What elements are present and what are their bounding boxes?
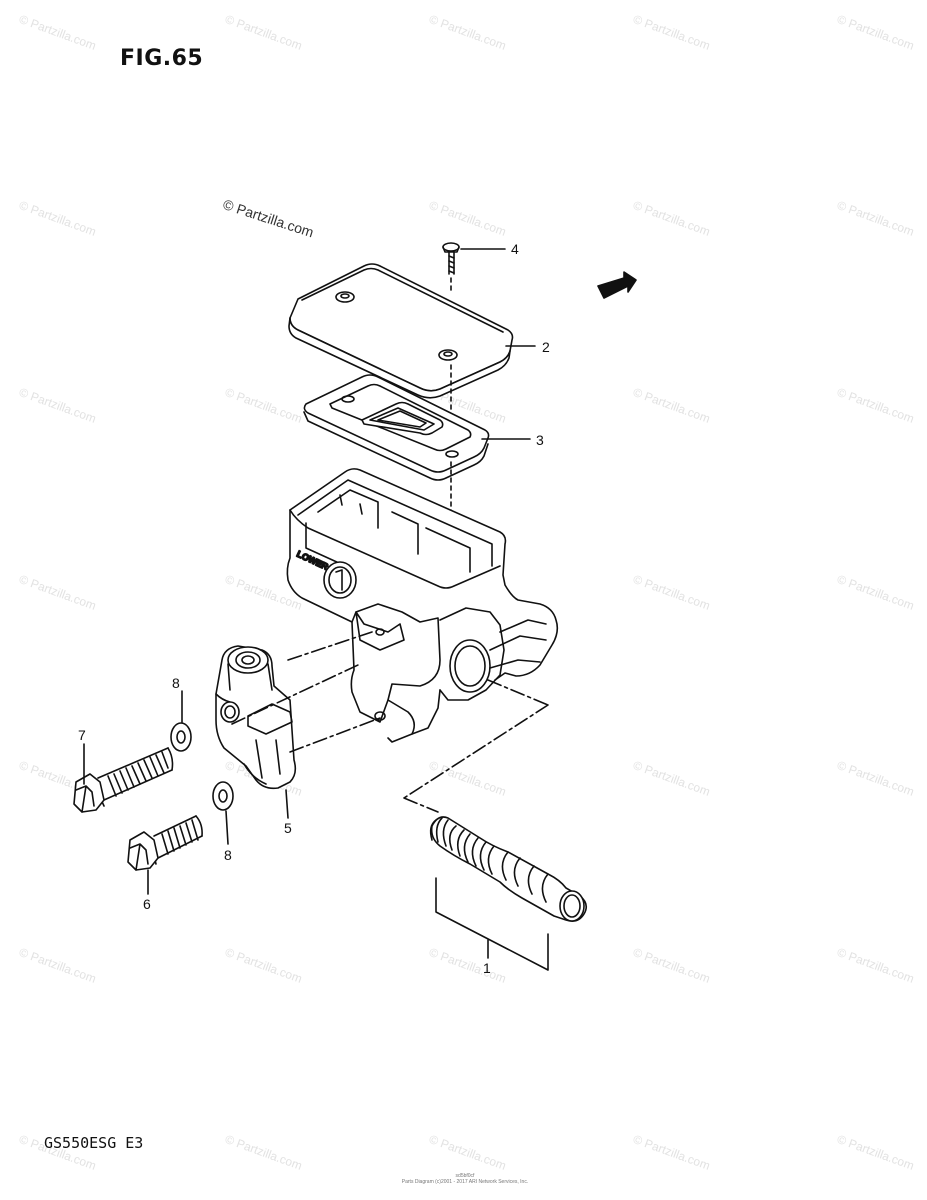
- fwd-direction-arrow: [597, 271, 637, 299]
- callout-7: 7: [78, 727, 86, 743]
- assembly-line: [487, 679, 549, 706]
- figure-title: FIG.65: [120, 46, 204, 71]
- fwd-label: FWD: [631, 241, 652, 257]
- part-6-short-bolt: [127, 815, 203, 871]
- part-7-long-bolt: [73, 747, 174, 813]
- callout-1: 1: [483, 960, 491, 976]
- callout-6: 6: [143, 896, 151, 912]
- footer-code: sd5bf0cf: [455, 1173, 475, 1179]
- assembly-line: [287, 631, 373, 661]
- leader-bracket-1: [435, 877, 549, 971]
- model-code: GS550ESG E3: [44, 1134, 144, 1152]
- lower-mark-text: LOWER: [295, 549, 330, 572]
- assembly-line: [403, 704, 549, 799]
- callout-8-upper: 8: [172, 675, 180, 691]
- assembly-line: [403, 797, 439, 813]
- part-8-washer-lower: [212, 781, 234, 811]
- callout-2: 2: [542, 339, 550, 355]
- part-4-cap-screw: [442, 242, 460, 275]
- leader-line-8b: [225, 810, 229, 845]
- callout-5: 5: [284, 820, 292, 836]
- footer-copyright: Parts Diagram (c)2001 - 2017 ARI Network…: [401, 1179, 529, 1185]
- part-1-piston-set: [429, 816, 588, 922]
- assembly-line: [231, 664, 359, 725]
- master-cylinder-body: [286, 468, 559, 743]
- part-3-diaphragm: [303, 374, 490, 481]
- part-5-bracket-clamp: [215, 645, 297, 790]
- callout-3: 3: [536, 432, 544, 448]
- part-8-washer-upper: [170, 722, 192, 752]
- part-2-reservoir-cap: [288, 263, 514, 399]
- assembly-line: [289, 717, 381, 753]
- callout-8-lower: 8: [224, 847, 232, 863]
- leader-line-5: [285, 789, 289, 819]
- diagram-footer: sd5bf0cf Parts Diagram (c)2001 - 2017 AR…: [400, 1173, 530, 1185]
- callout-4: 4: [511, 241, 519, 257]
